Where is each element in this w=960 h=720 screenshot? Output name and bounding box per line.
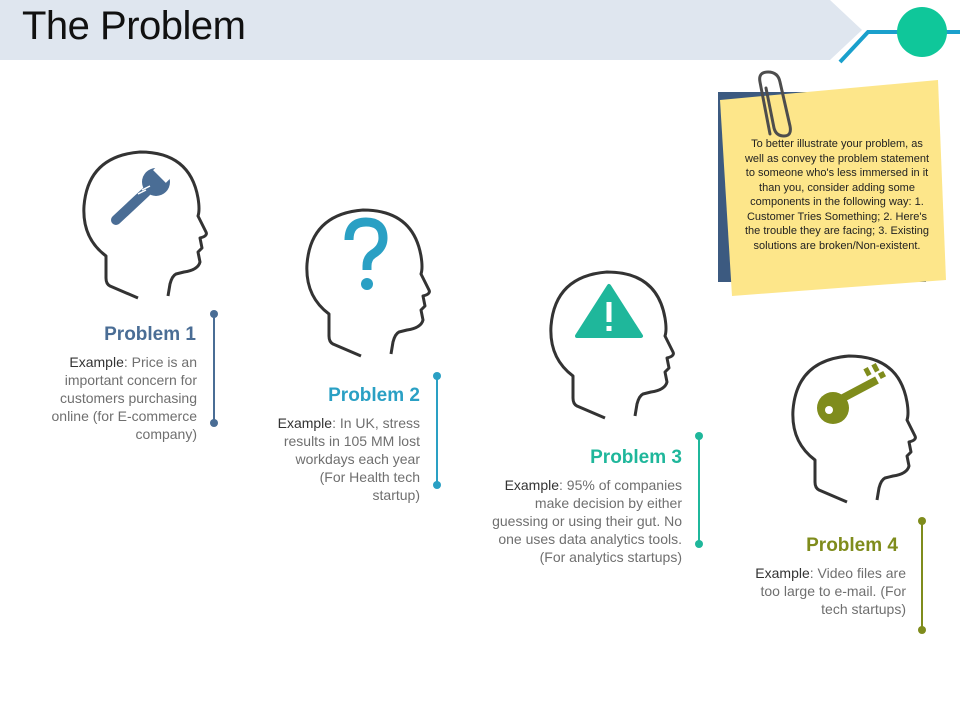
key-icon (817, 363, 887, 424)
problem-2-dot-top (433, 372, 441, 380)
head-silhouette-2 (305, 208, 431, 358)
head-silhouette-4 (791, 354, 917, 504)
problem-2-title: Problem 2 (328, 385, 420, 406)
problem-2-dot-bottom (433, 481, 441, 489)
note-text: To better illustrate your problem, as we… (744, 138, 930, 252)
problem-1-description: Example: Price is an important concern f… (51, 354, 198, 442)
warning-icon (575, 284, 643, 338)
problem-1-connector (213, 316, 215, 422)
problem-1-title: Problem 1 (104, 324, 196, 345)
problem-1-dot-top (210, 310, 218, 318)
head-silhouette-1 (82, 150, 208, 300)
problem-2-connector (436, 378, 438, 484)
sticky-note (718, 70, 946, 296)
problem-4-title: Problem 4 (806, 535, 898, 556)
problem-3-title: Problem 3 (590, 447, 682, 468)
page-title: The Problem (22, 4, 246, 48)
problem-3-dot-bottom (695, 540, 703, 548)
problem-1-dot-bottom (210, 419, 218, 427)
problem-3-connector (698, 438, 700, 544)
problem-4-dot-top (918, 517, 926, 525)
problem-4-description: Example: Video files are too large to e-… (755, 565, 906, 617)
question-mark-icon (344, 217, 388, 290)
problem-2-description: Example: In UK, stress results in 105 MM… (277, 415, 420, 503)
wrench-icon (111, 163, 173, 225)
problem-4-dot-bottom (918, 626, 926, 634)
head-silhouette-3 (549, 270, 675, 420)
problem-3-description: Example: 95% of companies make decision … (492, 477, 682, 565)
problem-3-dot-top (695, 432, 703, 440)
problem-4-connector (921, 522, 923, 630)
